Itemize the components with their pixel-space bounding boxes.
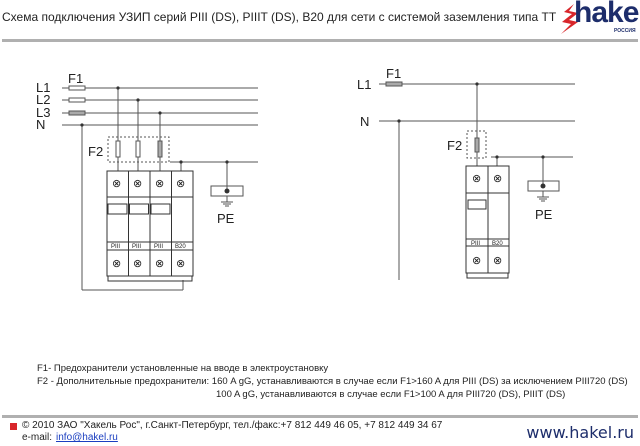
label-f1: F1 [68,71,83,86]
junction-dots [397,82,546,189]
f1-fuses [68,85,86,116]
label-pe: PE [217,211,235,226]
label-f1: F1 [386,66,401,81]
svg-text:⊗: ⊗ [133,258,142,270]
svg-text:⊗: ⊗ [472,173,481,185]
module-label: PIII [471,241,480,247]
label-l2: L2 [36,92,50,107]
footer-divider [2,415,638,418]
email-label: e-mail: [22,432,53,443]
svg-text:⊗: ⊗ [112,258,121,270]
right-diagram: L1 N F1 F2 ⊗⊗⊗⊗ PIII B [357,66,575,280]
hakel-logo: hakel РОССИЯ [560,0,640,36]
f2-fuses [115,140,163,158]
lightning-icon [561,4,578,34]
note-f2-cont: 100 A gG, устанавливаются в случае если … [216,389,566,400]
logo-subtitle: РОССИЯ [614,28,636,34]
f2-box [107,136,170,163]
label-n: N [36,117,45,132]
label-l3: L3 [36,105,50,120]
label-pe: PE [535,207,553,222]
label-l1: L1 [36,80,50,95]
terminal-icons: ⊗ ⊗ ⊗ ⊗ ⊗ ⊗ ⊗ ⊗ [112,178,185,270]
email-link[interactable]: info@hakel.ru [56,432,118,443]
logo-text: hakel [574,0,640,29]
note-f2: F2 - Дополнительные предохранители: 160 … [37,376,628,387]
module-label: PIII [111,244,120,250]
module-label: PIII [154,244,163,250]
module-label: B20 [492,241,503,247]
footer: © 2010 ЗАО "Хакель Рос", г.Санкт-Петербу… [10,420,442,444]
spd-modules [465,165,510,279]
header-divider [2,39,638,42]
label-f2: F2 [447,138,462,153]
website-link[interactable]: www.hakel.ru [526,423,634,442]
note-f1: F1- Предохранители установленные на ввод… [37,363,329,374]
module-label: PIII [132,244,141,250]
f2-fuse [474,137,480,153]
module-label: B20 [175,244,186,250]
svg-text:⊗: ⊗ [493,173,502,185]
label-n: N [360,114,369,129]
red-square-icon [10,422,17,430]
f1-fuse [385,81,403,87]
svg-text:⊗: ⊗ [176,258,185,270]
svg-text:⊗: ⊗ [133,178,142,190]
svg-text:⊗: ⊗ [176,178,185,190]
svg-text:⊗: ⊗ [112,178,121,190]
junction-dots [80,86,230,194]
module-labels: PIII B20 [471,241,503,247]
module-labels: PIII PIII PIII B20 [111,244,186,250]
ground-icon [537,191,549,202]
svg-text:⊗: ⊗ [493,255,502,267]
page-title: Схема подключения УЗИП серий PIII (DS), … [2,10,557,24]
spd-modules [106,170,194,282]
svg-text:⊗: ⊗ [472,255,481,267]
svg-text:⊗: ⊗ [155,258,164,270]
f2-box [466,130,487,159]
left-diagram: L1 L2 L3 N F1 F2 [36,71,258,291]
label-l1: L1 [357,77,371,92]
terminal-icons: ⊗ ⊗ ⊗ ⊗ [472,173,502,267]
ground-icon [221,196,233,207]
svg-text:⊗: ⊗ [155,178,164,190]
copyright: © 2010 ЗАО "Хакель Рос", г.Санкт-Петербу… [22,420,443,431]
label-f2: F2 [88,144,103,159]
